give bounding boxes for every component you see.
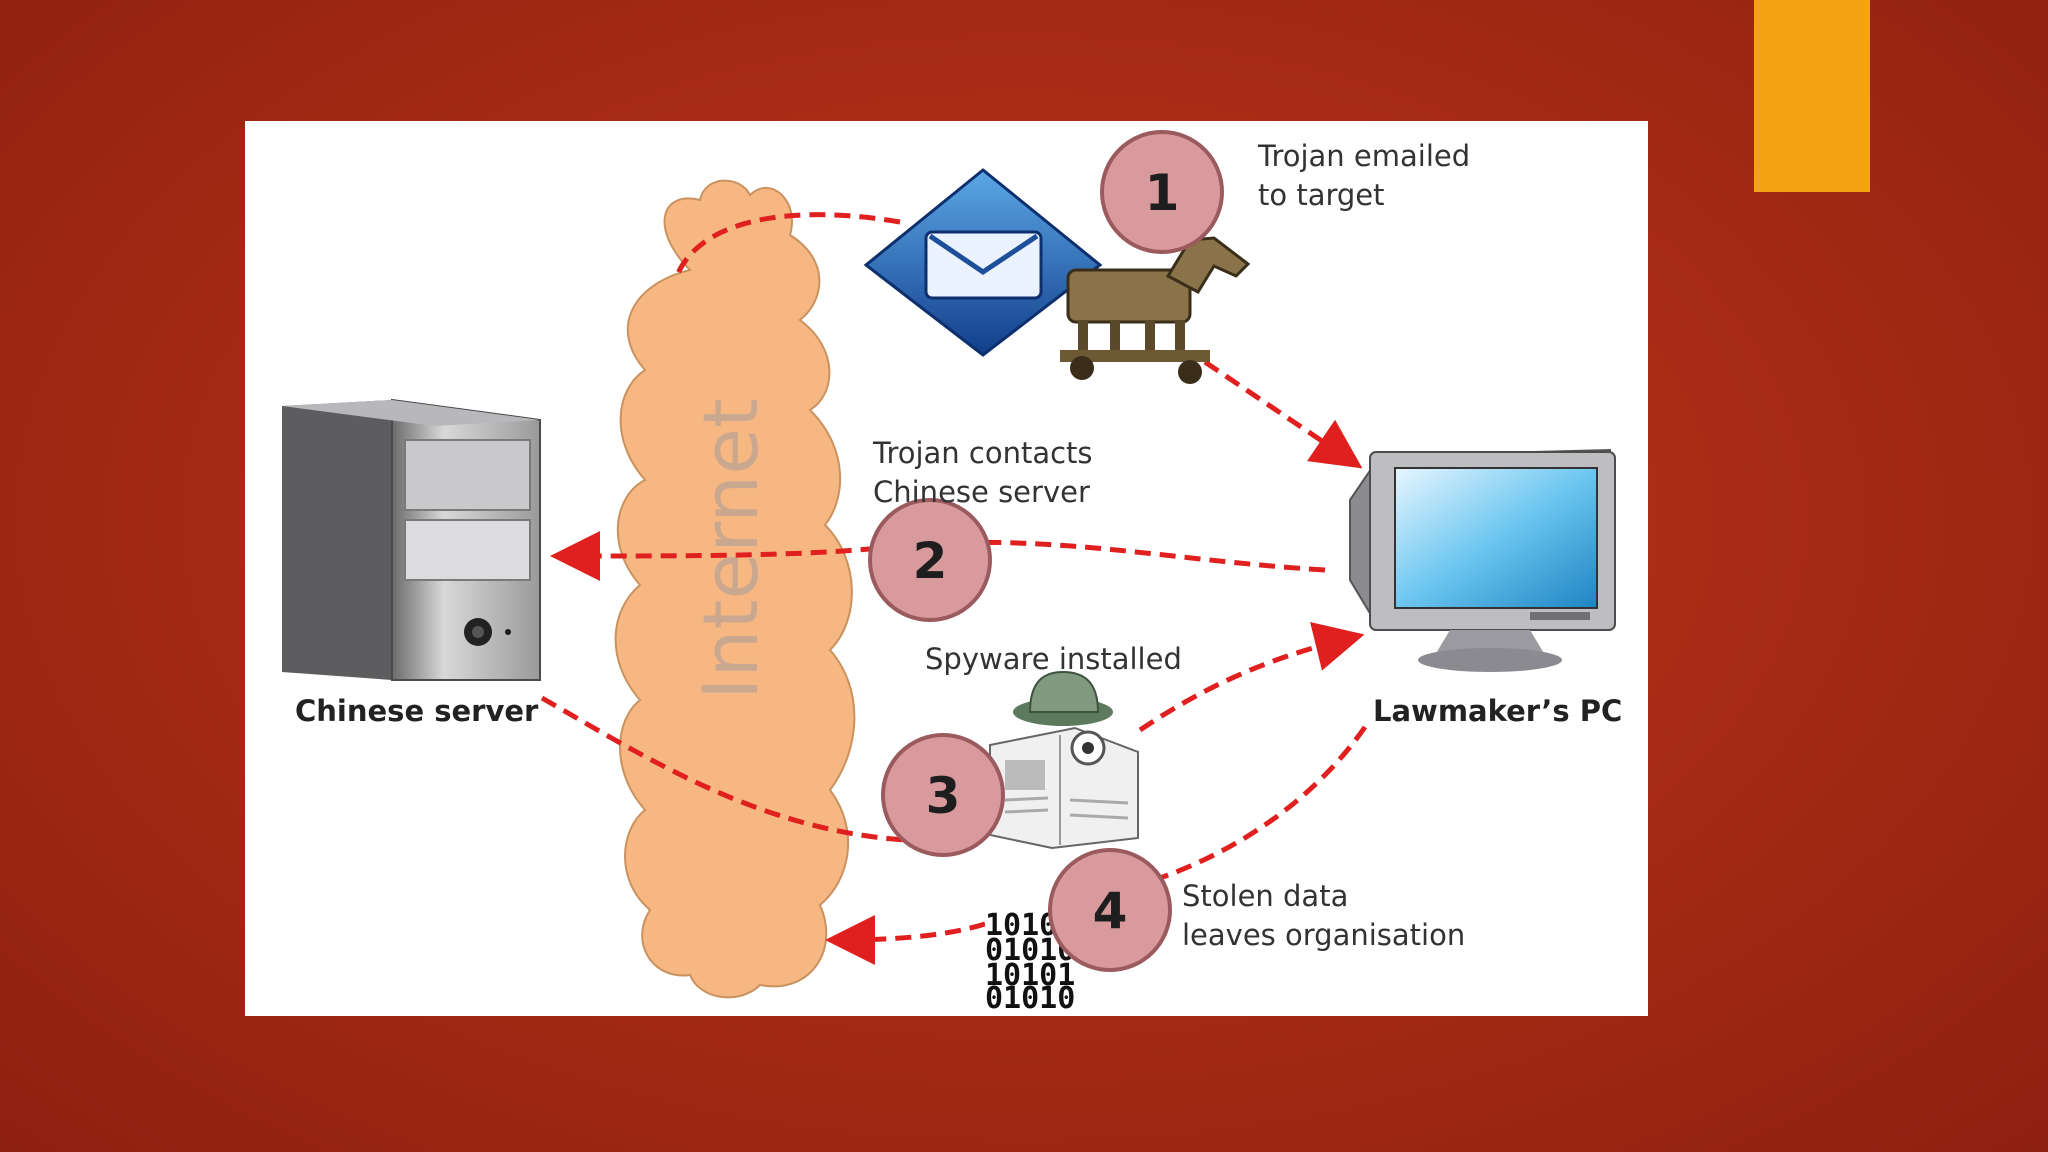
arrow-pc-to-server	[550, 530, 1326, 581]
monitor-icon	[1349, 448, 1616, 672]
arrow-email-to-cloud	[673, 212, 901, 279]
arrow-pc-to-data	[1119, 725, 1368, 893]
step-4-label-line2: leaves organisation	[1182, 918, 1465, 952]
pc-label: Lawmaker’s PC	[1373, 694, 1622, 728]
internet-label: Internet	[686, 398, 775, 700]
step-number: 1	[1145, 164, 1180, 222]
step-4-label-line1: Stolen data	[1182, 879, 1348, 913]
binary-row: 01010	[985, 981, 1075, 1016]
email-icon	[863, 168, 1103, 357]
step-number: 3	[926, 767, 961, 825]
server-label: Chinese server	[295, 694, 539, 728]
arrow-data-to-internet	[825, 914, 986, 965]
arrow-server-to-spyware	[540, 695, 906, 843]
step-4-badge: 4	[1048, 848, 1172, 972]
trojan-horse-icon	[1060, 236, 1251, 384]
step-1-badge: 1	[1100, 130, 1224, 254]
step-number: 2	[913, 532, 948, 590]
step-2-label-line1: Trojan contacts	[872, 436, 1093, 470]
step-1-label-line1: Trojan emailed	[1257, 139, 1470, 173]
step-number: 4	[1093, 882, 1128, 940]
step-1-label-line2: to target	[1258, 178, 1385, 212]
arrow-trojan-to-pc	[1203, 359, 1363, 469]
arrow-spyware-to-pc	[1138, 622, 1365, 733]
accent-bar	[1754, 0, 1870, 192]
step-2-label-line2: Chinese server	[873, 475, 1090, 509]
step-3-badge: 3	[881, 733, 1005, 857]
step-3-label: Spyware installed	[925, 642, 1182, 676]
server-icon	[282, 398, 541, 681]
binary-row: 10101	[985, 958, 1075, 993]
step-2-badge: 2	[868, 498, 992, 622]
spy-icon	[989, 670, 1139, 850]
internet-cloud: Internet	[614, 179, 856, 999]
